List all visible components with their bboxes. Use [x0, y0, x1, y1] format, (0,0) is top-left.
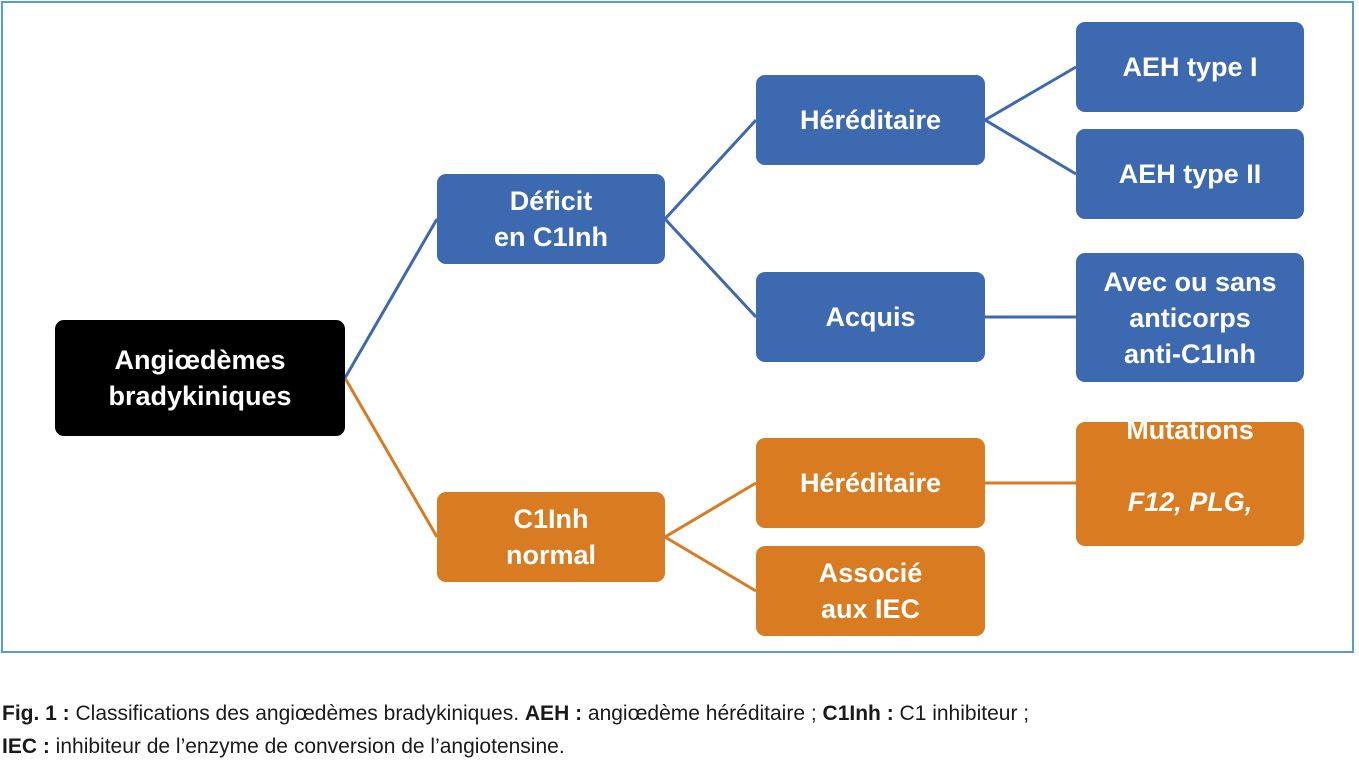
node-angioedemes-bradykiniques: Angiœdèmes bradykiniques [55, 320, 345, 436]
connector-normal-to-hereditaire [664, 481, 757, 539]
node-label: Angiœdèmes bradykiniques [108, 345, 292, 411]
node-label: C1Inh normal [505, 504, 597, 570]
mutations-genes-line2: KNG1, ANGP1 [1098, 559, 1282, 589]
caption-abbr-iec: IEC : [2, 735, 50, 758]
caption-text: Classifications des angiœdèmes bradykini… [69, 702, 525, 725]
connector-hereditaire-to-aeh2 [984, 118, 1077, 176]
caption-abbr-c1inh: C1Inh : [822, 702, 894, 725]
caption-def-aeh: angiœdème héréditaire ; [582, 702, 823, 725]
node-label: AEH type II [1118, 159, 1262, 189]
node-hereditaire-normal: Héréditaire [756, 438, 985, 528]
connector-hereditaire-to-aeh1 [984, 65, 1077, 122]
node-label: Héréditaire [799, 105, 942, 135]
caption-fig-label: Fig. 1 : [2, 702, 70, 725]
caption-def-iec: inhibiteur de l’enzyme de conversion de … [49, 735, 565, 758]
node-mutations: Mutations F12, PLG, KNG1, ANGP1 [1076, 415, 1304, 589]
node-label: Mutations F12, PLG, KNG1, ANGP1 [1099, 376, 1281, 592]
figure-caption: Fig. 1 : Classifications des angiœdèmes … [2, 697, 1357, 763]
blue-connectors [343, 65, 1077, 379]
node-hereditaire-deficit: Héréditaire [756, 75, 985, 165]
mutations-genes-line1: F12, PLG, [1127, 487, 1253, 517]
node-label: Associé aux IEC [818, 558, 923, 624]
node-deficit-c1inh: Déficit en C1Inh [437, 174, 665, 264]
node-c1inh-normal: C1Inh normal [437, 492, 665, 582]
node-aeh-type-1: AEH type I [1076, 22, 1304, 112]
mutations-label: Mutations [1126, 415, 1254, 445]
node-aeh-type-2: AEH type II [1076, 129, 1304, 219]
orange-connectors [343, 377, 1076, 593]
node-label: Héréditaire [799, 468, 942, 498]
connector-deficit-to-acquis [663, 217, 758, 319]
caption-abbr-aeh: AEH : [524, 702, 583, 725]
node-label: Acquis [825, 302, 916, 332]
node-acquis: Acquis [756, 272, 985, 362]
caption-def-c1inh: C1 inhibiteur ; [893, 702, 1030, 725]
connector-normal-to-associe [664, 535, 757, 593]
connector-root-to-normal [343, 377, 439, 538]
node-label: Déficit en C1Inh [493, 186, 608, 252]
node-label: Avec ou sans anticorps anti-C1Inh [1103, 266, 1277, 369]
node-avec-ou-sans-anticorps: Avec ou sans anticorps anti-C1Inh [1076, 253, 1304, 382]
connector-deficit-to-hereditaire [663, 118, 758, 221]
node-label: AEH type I [1122, 52, 1258, 82]
diagram-frame [1, 1, 1354, 653]
connector-root-to-deficit [343, 218, 439, 379]
node-associe-aux-iec: Associé aux IEC [756, 546, 985, 636]
